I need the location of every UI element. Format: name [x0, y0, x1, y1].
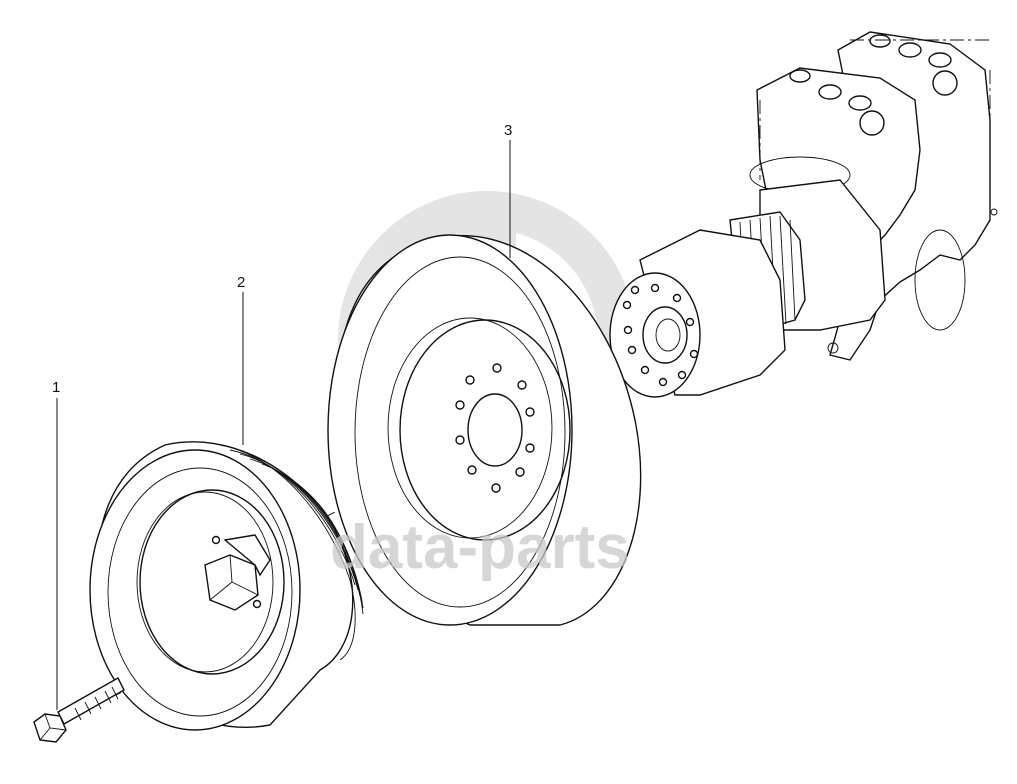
watermark-text: data-parts [330, 513, 630, 582]
callout-2: 2 [237, 274, 245, 291]
callout-3: 3 [504, 122, 512, 139]
damper-disc [327, 234, 642, 626]
bolt [33, 677, 125, 743]
crankshaft [609, 31, 998, 398]
callout-1: 1 [52, 379, 60, 396]
belt-pulley [89, 441, 364, 731]
